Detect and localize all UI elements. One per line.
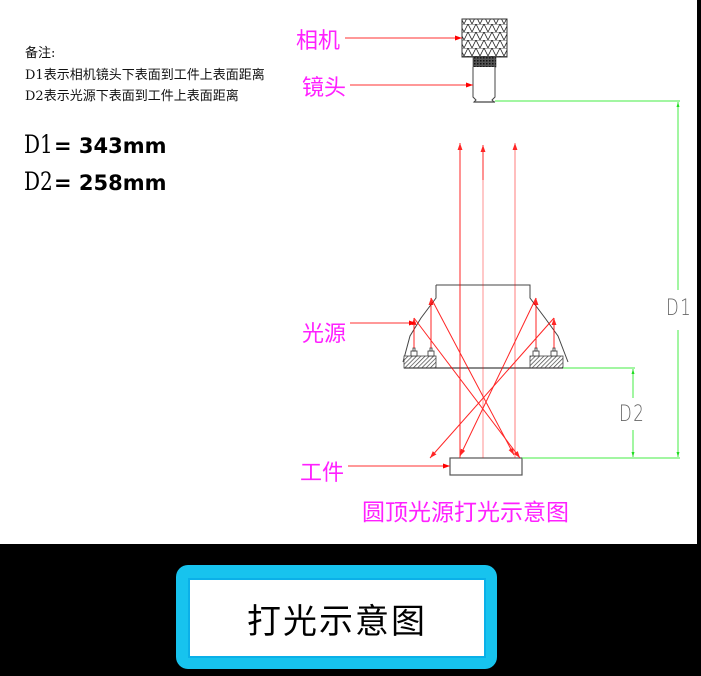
camera-icon — [461, 18, 508, 68]
d1-measure: = 343mm — [53, 134, 167, 158]
title-text: 打光示意图 — [247, 601, 427, 642]
d2-value: D2= 258mm — [24, 167, 166, 196]
title-box: 打光示意图 — [176, 565, 497, 669]
d1-value: D1= 343mm — [24, 130, 166, 159]
dimension-d1-mark: D1 — [666, 296, 693, 321]
workpiece-icon — [449, 457, 523, 476]
lens-icon — [472, 67, 496, 103]
note-d2-definition: D2表示光源下表面到工件上表面距离 — [25, 89, 239, 104]
note-d1-definition: D1表示相机镜头下表面到工件上表面距离 — [25, 68, 265, 83]
diagram-canvas: 备注: D1表示相机镜头下表面到工件上表面距离 D2表示光源下表面到工件上表面距… — [0, 0, 697, 544]
callout-lens: 镜头 — [302, 76, 347, 101]
dimension-lines — [495, 100, 680, 459]
callout-workpiece: 工件 — [300, 461, 345, 486]
callout-light-source: 光源 — [302, 322, 347, 347]
title-panel: 打光示意图 — [190, 580, 484, 656]
dimension-d2-mark: D2 — [619, 402, 646, 427]
d2-label: D2 — [24, 167, 53, 196]
diagram-caption: 圆顶光源打光示意图 — [362, 500, 569, 526]
lighting-diagram — [345, 18, 680, 476]
d1-label: D1 — [24, 130, 53, 159]
d2-measure: = 258mm — [53, 171, 167, 195]
note-heading: 备注: — [25, 46, 56, 61]
callout-leaders — [345, 35, 473, 469]
callout-camera: 相机 — [296, 29, 341, 54]
dome-light-icon — [402, 284, 569, 369]
light-rays — [411, 143, 557, 459]
